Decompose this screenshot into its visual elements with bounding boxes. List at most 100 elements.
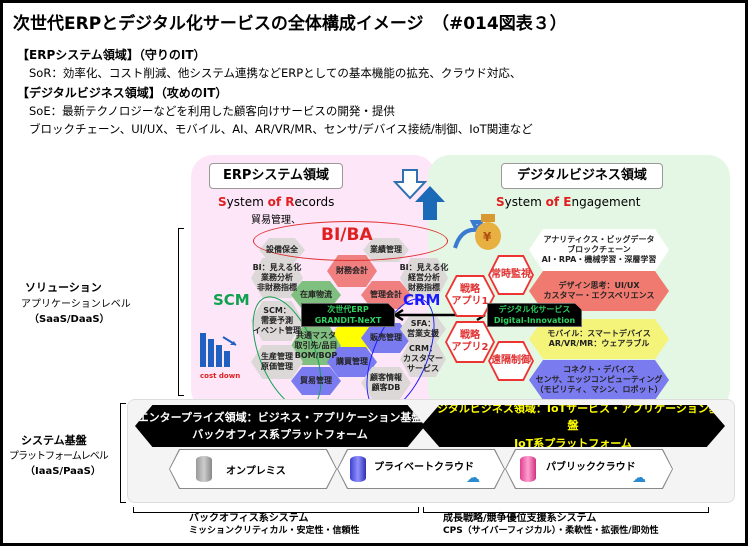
scm-label: SCM bbox=[213, 291, 250, 309]
tech-hex-design: デザイン思考：UI/UX カスタマー・エクスペリエンス bbox=[529, 271, 669, 311]
solution-label: ソリューション bbox=[25, 281, 102, 294]
hex-label: 顧客情報 顧客DB bbox=[370, 373, 402, 392]
strategy-app2-label: 戦略 アプリ2 bbox=[447, 323, 493, 361]
digital-core-line2: Digital-Innovation bbox=[493, 316, 576, 326]
cloud-icon: ☁ bbox=[466, 470, 480, 486]
hex-master: 共通マスタ 取引先/品目 BOM/BOP bbox=[291, 327, 341, 365]
hex-label: CRM： カスタマー サービス bbox=[403, 344, 443, 373]
hex-kanri: 管理会計 bbox=[361, 281, 411, 309]
hex-scm: SCM： 需要予測 イベント管理 bbox=[251, 301, 303, 341]
solution-bracket bbox=[178, 228, 184, 396]
tech-hex-label: デザイン思考：UI/UX カスタマー・エクスペリエンス bbox=[543, 281, 655, 300]
erp-core-line1: 次世代ERP bbox=[327, 305, 369, 314]
tech-hex-mobile: モバイル：スマートデバイス AR/VR/MR：ウェアラブル bbox=[529, 319, 669, 359]
public-cloud-label: パブリッククラウド bbox=[546, 462, 636, 473]
enterprise-platform: エンタープライズ領域：ビジネス・アプリケーション基盤バックオフィス系プラットフォ… bbox=[135, 405, 425, 447]
erp-region-title: ERPシステム領域 bbox=[209, 163, 343, 189]
hex-label: 販売管理 bbox=[370, 333, 402, 342]
hex-strategy-app2: 戦略 アプリ2 bbox=[445, 321, 495, 363]
private-cloud-label: プライベートクラウド bbox=[374, 462, 474, 473]
soe-label: System of Engagement bbox=[496, 195, 641, 209]
hex-zaimu: 財務会計 bbox=[327, 255, 377, 287]
hex-bi-right: BI：見える化 経営分析 財務指標 bbox=[400, 258, 449, 298]
digital-heading: 【デジタルビジネス領域】（攻めのIT） bbox=[17, 86, 228, 100]
hex-label: 管理会計 bbox=[370, 290, 402, 299]
hex-label: 生産管理 原価管理 bbox=[261, 352, 293, 371]
hex-kobai: 購買管理 bbox=[327, 347, 377, 377]
sor-label: System of Records bbox=[218, 195, 335, 209]
hex-label: 業績管理 bbox=[370, 245, 402, 254]
tech-hex-label: アナリティクス・ビッグデータ ブロックチェーン AI・RPA・機械学習・深層学習 bbox=[541, 235, 657, 264]
infra-sublabel: プラットフォームレベル bbox=[9, 451, 109, 462]
solution-saas: （SaaS/DaaS） bbox=[29, 314, 110, 325]
hex-enkaku-seigyo: 遠隔制御 bbox=[488, 341, 534, 381]
tech-hex-connect: コネクト・デバイス センサ、エッジコンピューティング （モビリティ、マシン、ロボ… bbox=[529, 360, 669, 400]
page-title: 次世代ERPとデジタル化サービスの全体構成イメージ （#014図表３） bbox=[13, 14, 567, 34]
crm-label: CRM bbox=[403, 291, 441, 309]
cost-down-chart-icon bbox=[200, 333, 237, 367]
growth-bracket bbox=[423, 507, 709, 513]
hex-label: SFA： 営業支援 bbox=[407, 319, 439, 338]
growth-sublabel: CPS（サイバーフィジカル）・柔軟性・拡張性/即効性 bbox=[443, 526, 659, 536]
hex-label: 財務会計 bbox=[336, 266, 368, 275]
hex-hanbai: 販売管理 bbox=[361, 323, 411, 353]
database-icon-gray bbox=[196, 456, 212, 482]
digital-region-title: デジタルビジネス領域 bbox=[501, 163, 663, 189]
backoffice-sublabel: ミッションクリティカル・安定性・信頼性 bbox=[189, 526, 360, 536]
cost-down-label: cost down bbox=[200, 372, 241, 380]
hex-sfa: SFA： 営業支援 bbox=[400, 315, 446, 343]
joji-kanshi-label: 常時監視 bbox=[490, 257, 532, 293]
public-cloud-box: パブリッククラウド☁ bbox=[505, 449, 673, 489]
hex-zaiko: 在庫物流 bbox=[291, 281, 341, 309]
hex-strategy-app1: 戦略 アプリ1 bbox=[445, 275, 495, 317]
tech-hex-analytics: アナリティクス・ビッグデータ ブロックチェーン AI・RPA・機械学習・深層学習 bbox=[529, 229, 669, 271]
infra-iaas: （IaaS/PaaS） bbox=[25, 466, 101, 477]
erp-core-label: 次世代ERP GRANDIT-NeXT bbox=[301, 303, 395, 327]
growth-label: 成長戦略/競争優位支援系システム bbox=[443, 513, 597, 524]
digital-description-2: ブロックチェーン、UI/UX、モバイル、AI、AR/VR/MR、センサ/デバイス… bbox=[29, 122, 533, 136]
enterprise-platform-line1: エンタープライズ領域：ビジネス・アプリケーション基盤 bbox=[137, 410, 423, 424]
digital-platform-line1: デジタルビジネス領域：IoTサービス・アプリケーション基盤 bbox=[426, 402, 720, 433]
hex-kokyaku: 顧客情報 顧客DB bbox=[361, 367, 411, 399]
arrows-icon bbox=[393, 169, 445, 220]
erp-core-line2: GRANDIT-NeXT bbox=[314, 316, 382, 326]
database-icon-blue bbox=[350, 456, 366, 482]
infra-bracket bbox=[120, 403, 126, 503]
digital-platform-line2: IoT系プラットフォーム bbox=[514, 436, 632, 450]
hex-crm: CRM： カスタマー サービス bbox=[400, 341, 446, 377]
bi-ba-label: BI/BA bbox=[321, 225, 373, 245]
digital-description-1: SoE：最新テクノロジーなどを利用した顧客向けサービスの開発・提供 bbox=[29, 104, 395, 118]
erp-description: SoR：効率化、コスト削減、他システム連携などERPとしての基本機能の拡充、クラ… bbox=[29, 66, 522, 80]
hex-label: BI：見える化 業務分析 非財務指標 bbox=[252, 263, 302, 292]
strategy-app1-label: 戦略 アプリ1 bbox=[447, 277, 493, 315]
erp-heading: 【ERPシステム領域】（守りのIT） bbox=[17, 48, 206, 62]
backoffice-bracket bbox=[133, 507, 419, 513]
database-icon-pink bbox=[520, 456, 536, 482]
digital-core-label: デジタル化サービス Digital-Innovation bbox=[487, 303, 582, 327]
bi-ba-ellipse bbox=[253, 221, 448, 261]
tech-hex-label: コネクト・デバイス センサ、エッジコンピューティング （モビリティ、マシン、ロボ… bbox=[535, 365, 663, 394]
tech-hex-label: モバイル：スマートデバイス AR/VR/MR：ウェアラブル bbox=[547, 329, 651, 348]
digital-core-line1: デジタル化サービス bbox=[498, 305, 571, 314]
hex-boeki: 貿易管理 bbox=[291, 367, 341, 395]
private-cloud-box: プライベートクラウド☁ bbox=[337, 449, 505, 489]
backoffice-label: バックオフィス系システム bbox=[189, 513, 309, 524]
hex-label: 設備保全 bbox=[266, 245, 298, 254]
solution-sublabel: アプリケーションレベル bbox=[21, 299, 131, 310]
hex-joji-kanshi: 常時監視 bbox=[488, 255, 534, 295]
hex-seisan: 生産管理 原価管理 bbox=[251, 345, 303, 379]
hex-label: SCM： 需要予測 イベント管理 bbox=[253, 306, 301, 335]
onprem-box: オンプレミス bbox=[169, 449, 337, 489]
enterprise-platform-line2: バックオフィス系プラットフォーム bbox=[192, 428, 368, 441]
svg-text:¥: ¥ bbox=[483, 230, 492, 244]
hex-setsubi: 設備保全 bbox=[259, 238, 305, 262]
hex-label: 在庫物流 bbox=[300, 290, 332, 299]
hex-label: 貿易管理 bbox=[300, 376, 332, 385]
hex-bi-left: BI：見える化 業務分析 非財務指標 bbox=[251, 258, 303, 298]
hex-label: 購買管理 bbox=[336, 357, 368, 366]
sor-sub: 貿易管理、 bbox=[251, 215, 301, 226]
infra-label: システム基盤 bbox=[21, 434, 87, 447]
money-bag-icon: ¥ bbox=[453, 214, 501, 250]
cloud-icon: ☁ bbox=[632, 470, 646, 486]
hex-label: 共通マスタ 取引先/品目 BOM/BOP bbox=[294, 331, 338, 360]
